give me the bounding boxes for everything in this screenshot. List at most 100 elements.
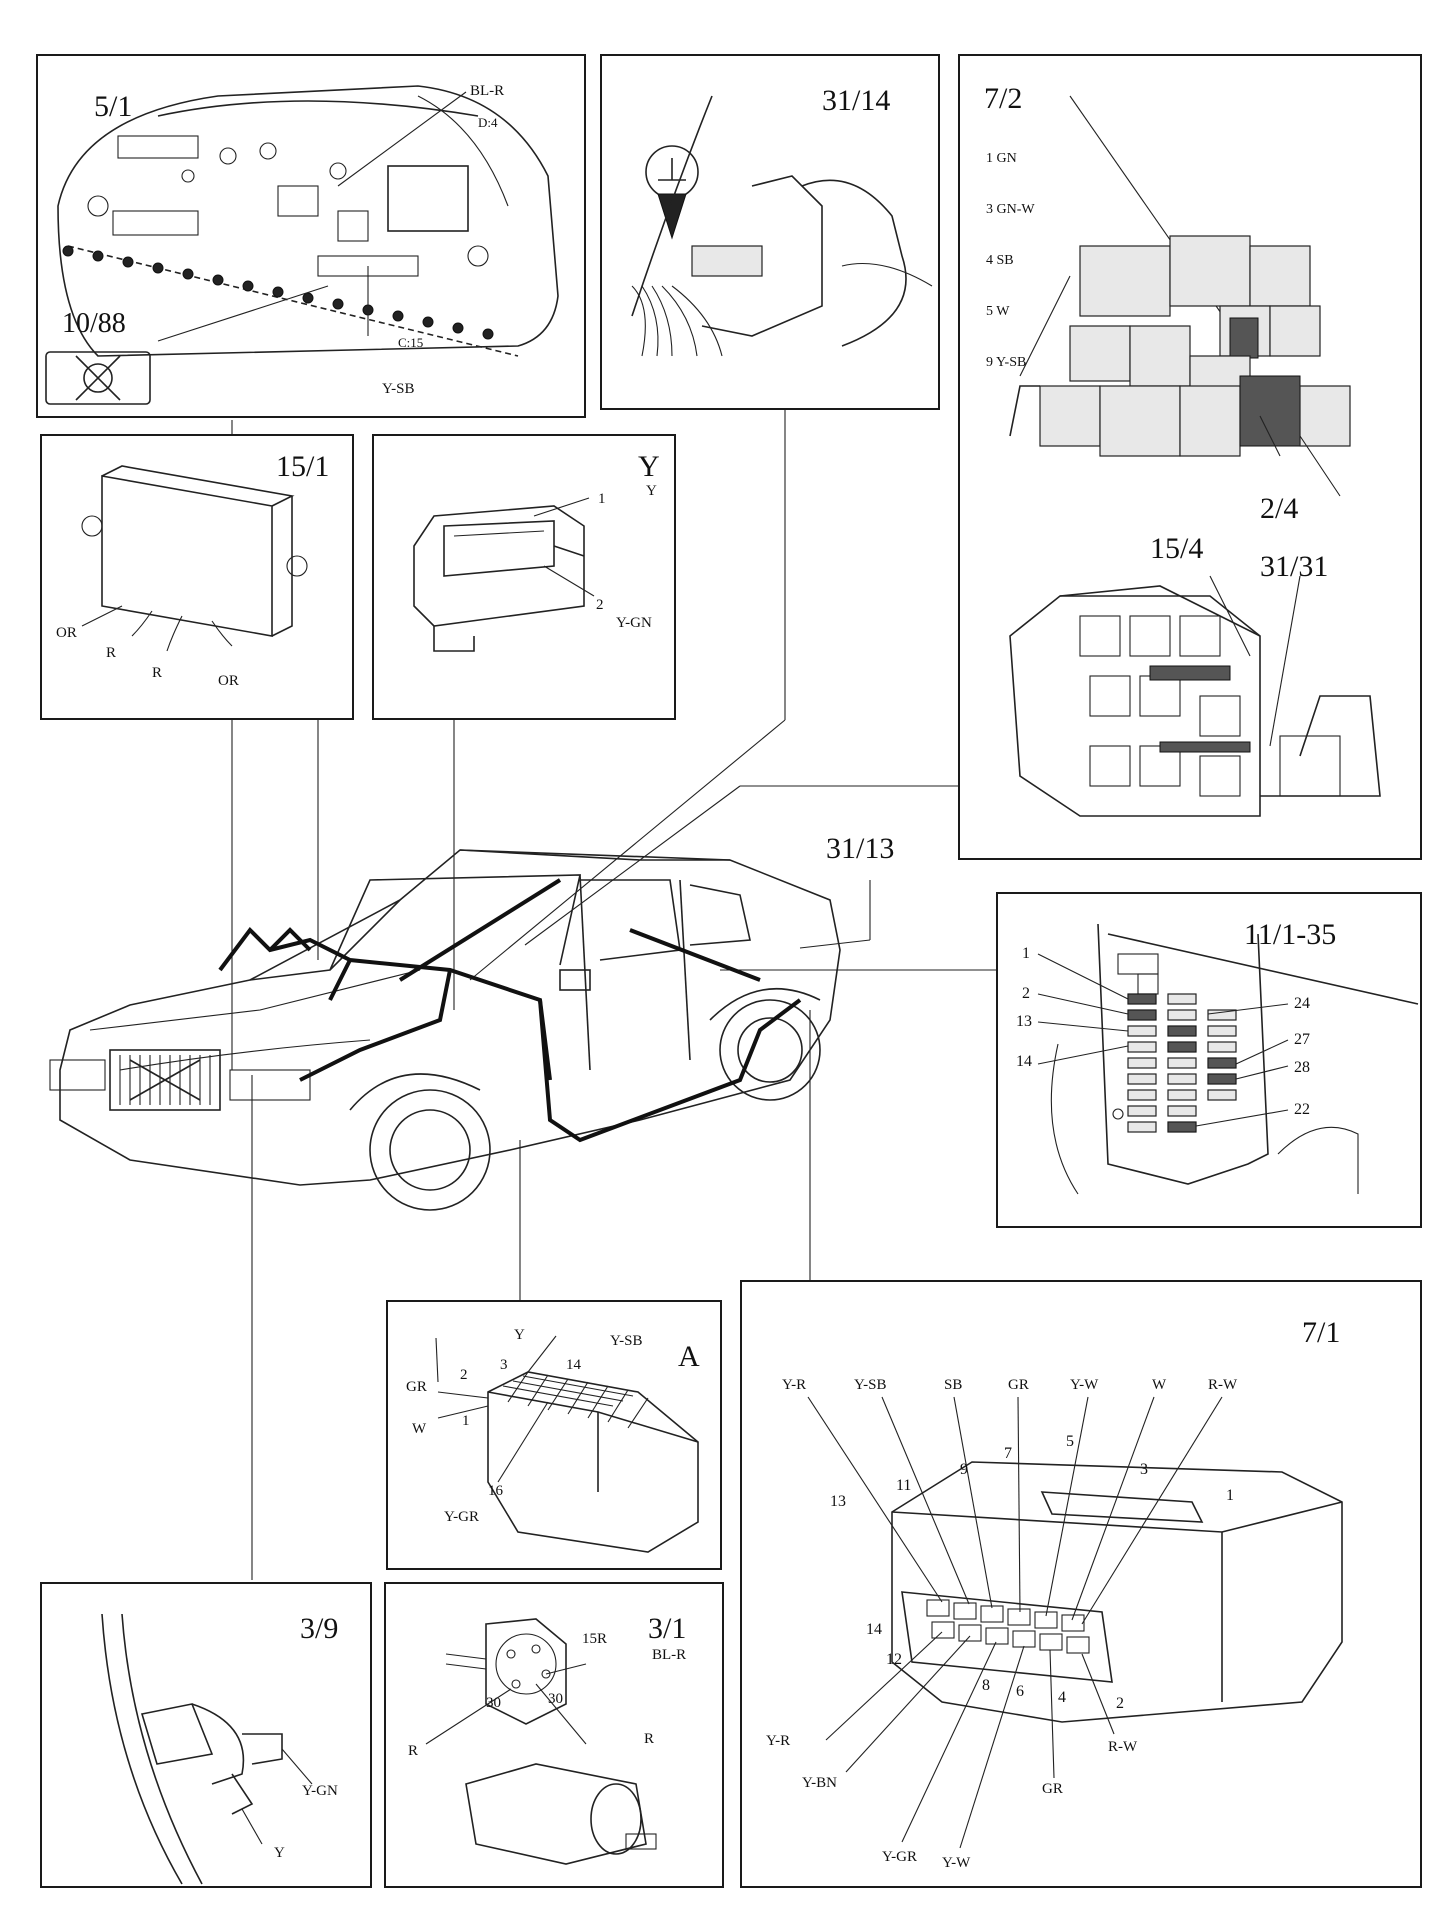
label-14: 14	[566, 1357, 581, 1373]
pin-8: 8	[982, 1677, 990, 1694]
label-r: R	[408, 1743, 419, 1759]
fuse-label-27: 27	[1294, 1031, 1310, 1048]
relay-box-drawing	[1009, 95, 1381, 817]
panel-title: 15/1	[276, 450, 330, 483]
label-15-4: 15/4	[1150, 532, 1204, 565]
fuse-label-24: 24	[1294, 995, 1310, 1012]
label-y-w: Y-W	[1070, 1377, 1099, 1393]
label-r: R	[644, 1731, 655, 1747]
connector-a-drawing	[435, 1335, 699, 1553]
label-y-bn: Y-BN	[802, 1775, 838, 1791]
pin-11: 11	[896, 1477, 912, 1494]
pin-7: 7	[1004, 1445, 1012, 1462]
wire-item: 1 GN	[986, 151, 1017, 166]
panel-title: Y	[638, 450, 660, 483]
label-r-w-bottom: R-W	[1108, 1739, 1138, 1755]
ignition-switch-drawing	[425, 1618, 657, 1865]
panel-ignition-switch: 3/1 15R BL-R 30 30 R R	[384, 1582, 724, 1888]
pin-3: 3	[1140, 1461, 1148, 1478]
label-2: 2	[460, 1367, 468, 1383]
panel-title: 11/1-35	[1244, 918, 1337, 951]
pin-1: 1	[1226, 1487, 1234, 1504]
label-d4: D:4	[478, 115, 498, 130]
panel-fuse-box: 11/1-35	[996, 892, 1422, 1228]
fuse-label-28: 28	[1294, 1059, 1310, 1076]
label-bl-r: BL-R	[470, 83, 505, 99]
label-31-13: 31/13	[826, 832, 895, 865]
label-c15: C:15	[398, 335, 424, 350]
fuse-label-22: 22	[1294, 1101, 1310, 1118]
label-r: R	[106, 645, 117, 661]
label-30: 30	[486, 1695, 501, 1711]
pin-14: 14	[866, 1621, 882, 1638]
label-w: W	[1152, 1377, 1167, 1393]
pin-2: 2	[1116, 1695, 1124, 1712]
fuse-label-13: 13	[1016, 1013, 1032, 1030]
label-y-gn: Y-GN	[302, 1783, 338, 1799]
panel-switch-3-9: 3/9 Y-GN Y	[40, 1582, 372, 1888]
wire-item: 4 SB	[986, 253, 1014, 268]
ground-point-drawing	[631, 95, 933, 357]
label-gr-bottom: GR	[1042, 1781, 1063, 1797]
label-y: Y	[514, 1327, 525, 1343]
label-w: W	[412, 1421, 427, 1437]
label-y-sb: Y-SB	[854, 1377, 887, 1393]
label-r-w: R-W	[1208, 1377, 1238, 1393]
label-r: R	[152, 665, 163, 681]
label-y-r-bottom: Y-R	[766, 1733, 791, 1749]
label-31-31: 31/31	[1260, 550, 1329, 583]
pin-5: 5	[1066, 1433, 1074, 1450]
panel-ground-point: 31/14	[600, 54, 940, 410]
fuse-label-2: 2	[1022, 985, 1030, 1002]
fuse-label-1: 1	[1022, 945, 1030, 962]
label-y-sb: Y-SB	[610, 1333, 643, 1349]
label-y: Y	[274, 1845, 285, 1861]
label-or: OR	[56, 625, 77, 641]
label-10-88: 10/88	[62, 308, 126, 339]
label-30: 30	[548, 1691, 563, 1707]
label-2-4: 2/4	[1260, 492, 1299, 525]
switch-3-9-drawing	[101, 1613, 313, 1885]
instrument-cluster-drawing	[45, 85, 559, 405]
label-1: 1	[598, 491, 606, 507]
pin-13: 13	[830, 1493, 846, 1510]
label-y-w-bottom: Y-W	[942, 1855, 971, 1871]
label-sb: SB	[944, 1377, 963, 1393]
wire-item: 5 W	[986, 304, 1010, 319]
label-y-r: Y-R	[782, 1377, 807, 1393]
panel-title: 5/1	[94, 90, 133, 123]
label-y: Y	[646, 483, 657, 499]
fuse-box-drawing	[1037, 923, 1419, 1195]
panel-title: 3/1	[648, 1612, 687, 1645]
panel-relay-box: 7/2 1 GN 3 GN-W 4 SB 5 W 9 Y-SB	[958, 54, 1422, 860]
pin-9: 9	[960, 1461, 968, 1478]
panel-connector-y: Y 1 Y 2 Y-GN	[372, 434, 676, 720]
label-y-sb: Y-SB	[382, 381, 415, 397]
panel-instrument-cluster: 5/1 BL-R D:4 C:15 Y-SB 10/88	[36, 54, 586, 418]
panel-title: 7/1	[1302, 1316, 1341, 1349]
fuse-label-14: 14	[1016, 1053, 1032, 1070]
pin-6: 6	[1016, 1683, 1024, 1700]
panel-title: 31/14	[822, 84, 891, 117]
relay-connector-drawing	[807, 1396, 1343, 1849]
label-2: 2	[596, 597, 604, 613]
car-drawing	[49, 849, 841, 1211]
car-illustration: 31/13	[40, 820, 1040, 1240]
label-1: 1	[462, 1413, 470, 1429]
panel-relay-connector: 7/1 Y-R Y-SB SB GR Y	[740, 1280, 1422, 1888]
control-unit-drawing	[81, 465, 308, 652]
panel-title: 7/2	[984, 82, 1023, 115]
wire-list: 1 GN 3 GN-W 4 SB 5 W 9 Y-SB	[986, 116, 1035, 405]
label-y-gr: Y-GR	[882, 1849, 918, 1865]
label-bl-r: BL-R	[652, 1647, 687, 1663]
label-y-gn: Y-GN	[616, 615, 652, 631]
panel-connector-a: A Y Y-SB 3 14 2 GR W 1 16 Y-GR	[386, 1300, 722, 1570]
pin-12: 12	[886, 1651, 902, 1668]
label-16: 16	[488, 1483, 503, 1499]
label-y-gr: Y-GR	[444, 1509, 480, 1525]
connector-y-drawing	[413, 497, 595, 652]
label-3: 3	[500, 1357, 508, 1373]
wire-item: 9 Y-SB	[986, 355, 1027, 370]
pin-4: 4	[1058, 1689, 1066, 1706]
